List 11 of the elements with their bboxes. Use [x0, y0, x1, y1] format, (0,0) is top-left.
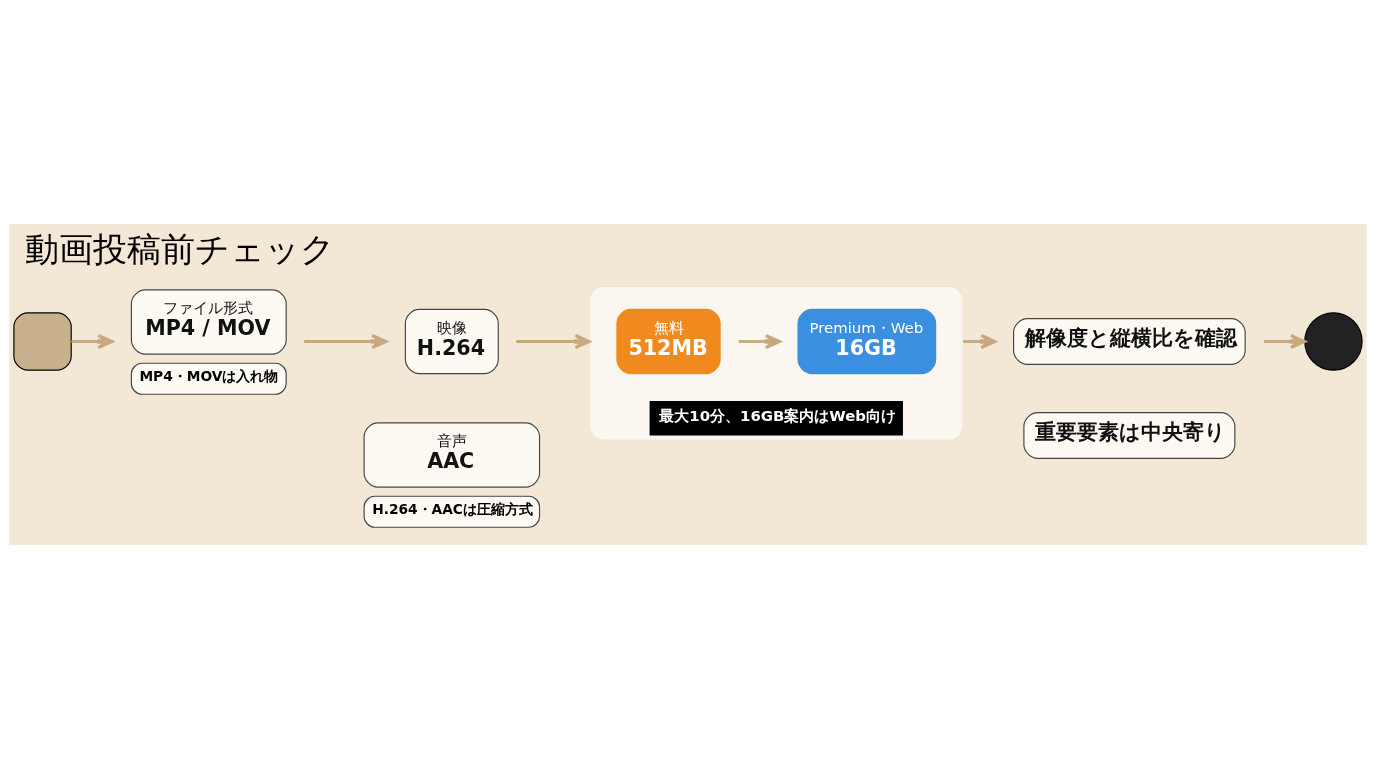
- arrow: [304, 333, 388, 349]
- arrow: [516, 333, 591, 349]
- arrow: [1264, 333, 1307, 349]
- arrow: [71, 333, 114, 349]
- node-label: MP4・MOVは入れ物: [139, 367, 279, 384]
- node-upload: [1304, 311, 1363, 371]
- diagram-title: 動画投稿前チェック: [25, 228, 336, 269]
- node-film: [13, 311, 72, 371]
- arrow: [738, 333, 782, 349]
- arrow: [963, 333, 997, 349]
- node-label: H.264・AACは圧縮方式: [372, 500, 533, 517]
